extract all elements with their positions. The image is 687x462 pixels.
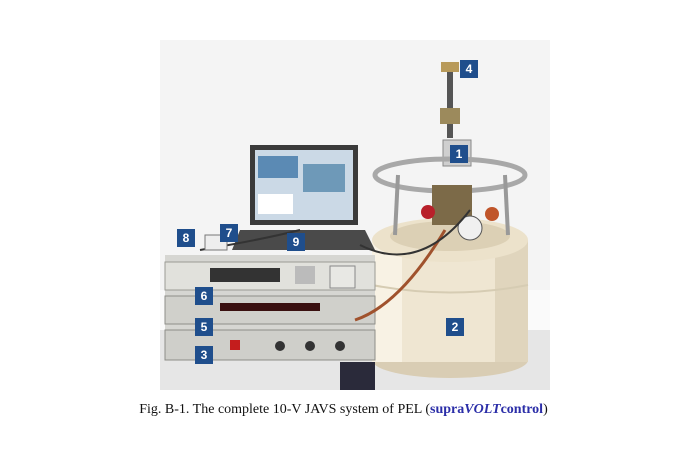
caption-prefix: Fig. B-1. The complete 10-V JAVS system … (139, 402, 431, 417)
label-9: 9 (287, 233, 305, 251)
caption-brand-part2: VOLT (464, 402, 501, 417)
label-5: 5 (195, 318, 213, 336)
label-1: 1 (450, 145, 468, 163)
laptop (232, 145, 375, 250)
caption-brand-part3: control (500, 402, 544, 417)
cryoprobe (372, 62, 528, 241)
caption-suffix: ) (543, 402, 548, 417)
label-8: 8 (177, 229, 195, 247)
label-7: 7 (220, 224, 238, 242)
caption-brand: supraVOLTcontrol (430, 402, 543, 417)
label-6: 6 (195, 287, 213, 305)
caption-brand-part1: supra (430, 402, 465, 417)
label-3: 3 (195, 346, 213, 364)
label-2: 2 (446, 318, 464, 336)
label-4: 4 (460, 60, 478, 78)
helium-dewar (371, 218, 529, 378)
figure-caption: Fig. B-1. The complete 10-V JAVS system … (0, 402, 687, 418)
